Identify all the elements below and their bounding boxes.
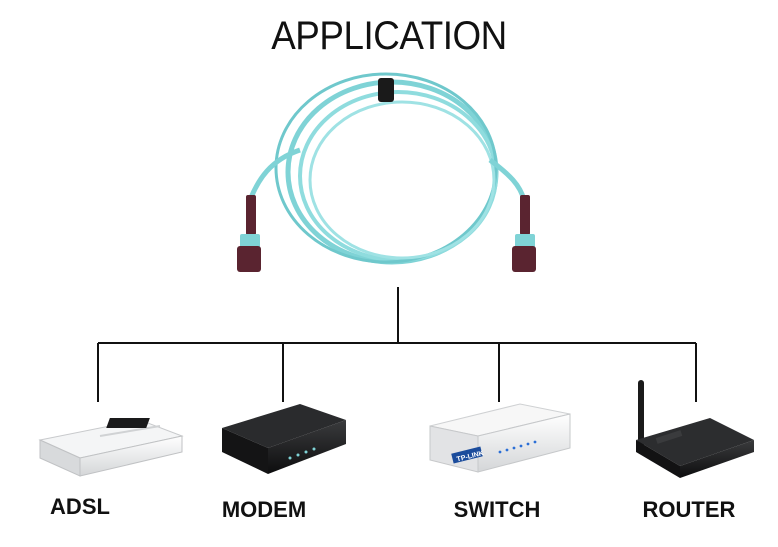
cable-coil-loop: [274, 72, 498, 264]
label-adsl: ADSL: [50, 494, 110, 519]
label-modem: MODEM: [221, 497, 307, 522]
adsl-device: [38, 419, 184, 477]
fiber-patch-cable: [237, 72, 536, 272]
mpo-connector-left: [237, 195, 261, 272]
mpo-connector-right: [512, 195, 536, 272]
cable-tie: [378, 78, 394, 102]
switch-device: TP-LINK: [429, 403, 571, 473]
cable-coil-loop: [308, 100, 496, 260]
modem-device: [106, 404, 346, 474]
connection-lines: [97, 287, 697, 402]
label-router: ROUTER: [642, 497, 736, 522]
router-device: [636, 380, 754, 478]
cable-left-lead: [247, 147, 301, 201]
label-switch: SWITCH: [453, 497, 541, 522]
diagram-title: APPLICATION: [271, 14, 507, 58]
router-antenna: [638, 380, 644, 452]
